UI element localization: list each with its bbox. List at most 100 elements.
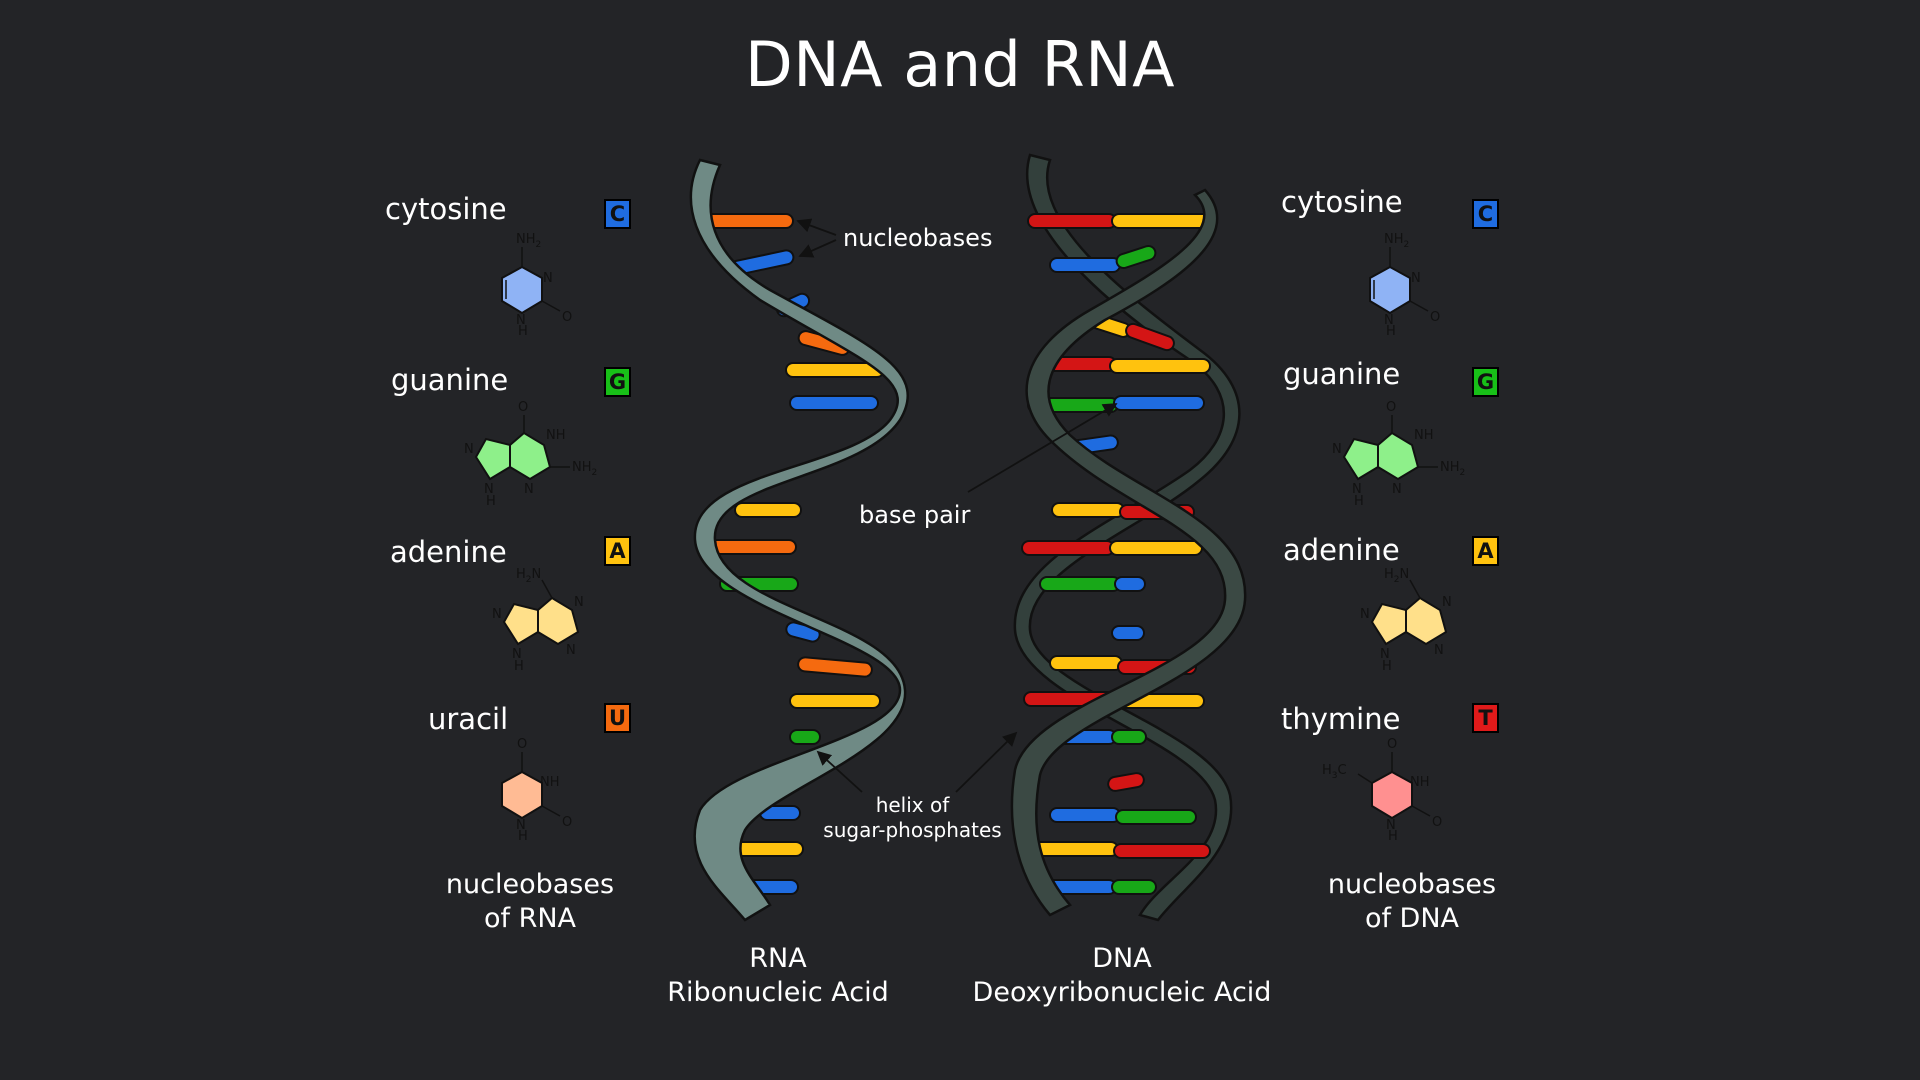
arrow-nucleobases-1 <box>796 218 837 236</box>
dna-base-name-thymine: thymine <box>1281 702 1401 736</box>
rna-base-bar <box>734 502 802 518</box>
dna-base-name-adenine: adenine <box>1283 533 1400 567</box>
svg-text:NH: NH <box>546 428 566 443</box>
dna-badge-a: A <box>1472 536 1499 566</box>
dna-base-bar <box>1109 540 1203 556</box>
annotation-helix-line1: helix of <box>875 793 950 817</box>
dna-helix-caption: DNA Deoxyribonucleic Acid <box>942 942 1302 1010</box>
dna-base-bar <box>1111 625 1145 641</box>
arrow-helix-dna <box>955 731 1018 793</box>
svg-text:N: N <box>1360 607 1370 622</box>
dna-base-bar <box>1027 213 1117 229</box>
svg-text:O: O <box>562 310 572 325</box>
svg-text:O: O <box>562 815 572 830</box>
rna-base-name-cytosine: cytosine <box>385 192 507 226</box>
guanine-structure-rna: O NH NH2 N N N H <box>464 400 597 509</box>
thymine-structure: O H3C NH N H O <box>1322 737 1442 840</box>
svg-text:N: N <box>524 482 534 497</box>
svg-text:NH2: NH2 <box>1440 460 1465 478</box>
svg-text:H: H <box>486 494 496 509</box>
svg-text:N: N <box>1332 442 1342 457</box>
annotation-base-pair: base pair <box>859 501 971 529</box>
svg-text:N: N <box>1434 643 1444 658</box>
dna-badge-t: T <box>1472 703 1499 733</box>
rna-badge-g: G <box>604 367 631 397</box>
svg-text:N: N <box>1386 818 1396 833</box>
rna-helix-caption: RNA Ribonucleic Acid <box>628 942 928 1010</box>
svg-text:NH: NH <box>1410 775 1430 790</box>
dna-caption-line1: nucleobases <box>1327 869 1497 900</box>
svg-text:N: N <box>1442 595 1452 610</box>
dna-backbone-front <box>1010 188 1247 917</box>
rna-caption-line2: of RNA <box>483 903 577 934</box>
svg-text:H: H <box>518 324 528 335</box>
dna-base-bar <box>1039 576 1121 592</box>
uracil-structure: O NH N H O <box>501 737 572 840</box>
adenine-structure-dna: H2N N N N N H <box>1360 567 1452 672</box>
dna-base-bar <box>1107 772 1145 792</box>
svg-text:N: N <box>484 482 494 497</box>
dna-badge-c: C <box>1472 199 1499 229</box>
dna-base-bar <box>1125 322 1175 352</box>
dna-base-bar <box>1049 655 1123 671</box>
arrow-helix-rna <box>816 750 863 793</box>
svg-text:H: H <box>1386 324 1396 335</box>
svg-text:H2N: H2N <box>516 567 541 585</box>
page-title: DNA and RNA <box>745 28 1175 101</box>
rna-base-bar <box>704 213 794 229</box>
dna-helix-caption-line2: Deoxyribonucleic Acid <box>972 977 1272 1008</box>
svg-text:N: N <box>543 271 553 286</box>
svg-text:NH2: NH2 <box>1384 232 1409 250</box>
svg-text:H3C: H3C <box>1322 763 1347 781</box>
svg-text:N: N <box>1380 647 1390 662</box>
svg-text:N: N <box>464 442 474 457</box>
dna-base-name-cytosine: cytosine <box>1281 185 1403 219</box>
cytosine-structure-rna: NH2 N N H O <box>501 232 572 335</box>
rna-badge-c: C <box>604 199 631 229</box>
svg-text:O: O <box>1430 310 1440 325</box>
dna-base-bar <box>1115 244 1157 270</box>
rna-badge-a: A <box>604 536 631 566</box>
dna-base-bar <box>1111 729 1147 745</box>
dna-base-bar <box>1109 358 1211 374</box>
rna-helix-caption-line1: RNA <box>749 943 807 974</box>
cytosine-structure-dna: NH2 N N H O <box>1369 232 1440 335</box>
svg-text:N: N <box>1411 271 1421 286</box>
svg-text:N: N <box>1384 313 1394 328</box>
svg-text:N: N <box>516 818 526 833</box>
svg-text:O: O <box>1386 400 1396 415</box>
rna-nucleobases-caption: nucleobases of RNA <box>420 868 640 936</box>
arrow-base-pair <box>967 403 1118 493</box>
svg-text:O: O <box>1432 815 1442 830</box>
dna-base-bar <box>1111 879 1157 895</box>
svg-text:H: H <box>514 659 524 672</box>
adenine-structure-rna: H2N N N N N H <box>492 567 584 672</box>
rna-base-bar <box>789 693 881 709</box>
rna-bases-back <box>704 213 885 895</box>
svg-text:O: O <box>1387 737 1397 752</box>
dna-base-bar <box>1115 809 1197 825</box>
dna-helix-caption-line1: DNA <box>1092 943 1152 974</box>
svg-text:O: O <box>517 737 527 752</box>
rna-base-name-adenine: adenine <box>390 535 507 569</box>
rna-badge-u: U <box>604 703 631 733</box>
rna-base-name-guanine: guanine <box>391 363 509 397</box>
svg-text:N: N <box>1352 482 1362 497</box>
dna-base-bar <box>1113 843 1211 859</box>
dna-base-bar <box>1051 502 1125 518</box>
svg-text:H2N: H2N <box>1384 567 1409 585</box>
dna-base-name-guanine: guanine <box>1283 357 1401 391</box>
dna-caption-line2: of DNA <box>1364 903 1460 934</box>
svg-text:NH2: NH2 <box>516 232 541 250</box>
dna-base-bar <box>1049 257 1121 273</box>
svg-text:NH2: NH2 <box>572 460 597 478</box>
dna-nucleobases-caption: nucleobases of DNA <box>1302 868 1522 936</box>
svg-text:H: H <box>1354 494 1364 509</box>
svg-text:O: O <box>518 400 528 415</box>
svg-text:H: H <box>518 829 528 840</box>
svg-text:H: H <box>1382 659 1392 672</box>
rna-helix-caption-line2: Ribonucleic Acid <box>667 977 889 1008</box>
svg-text:N: N <box>566 643 576 658</box>
annotation-helix-line2: sugar-phosphates <box>823 818 1002 842</box>
